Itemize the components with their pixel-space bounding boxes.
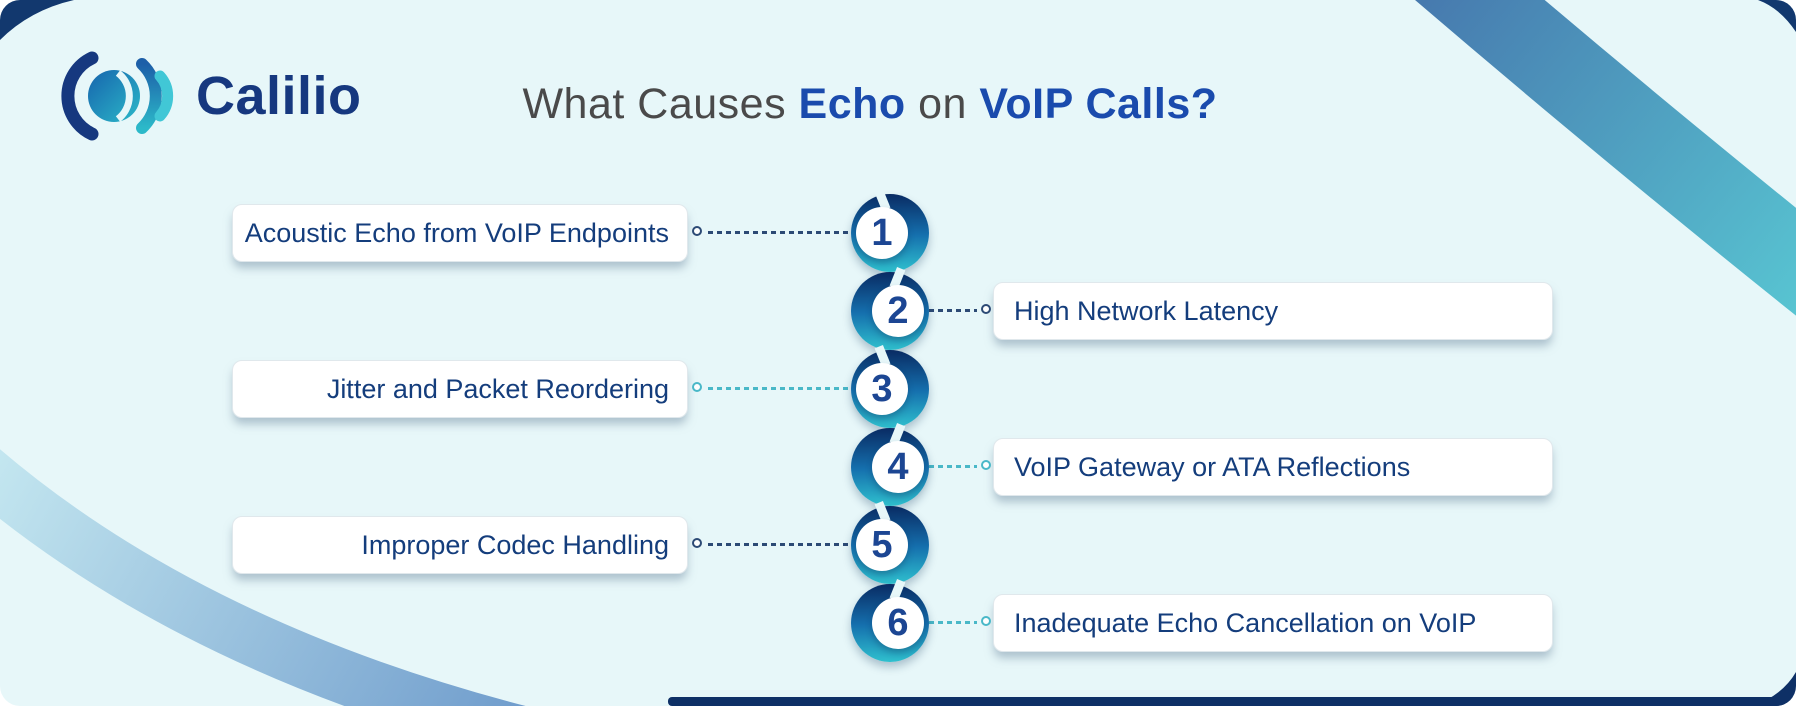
brand-name: Calilio	[196, 66, 362, 126]
top-right-band	[1415, 0, 1796, 316]
connector-ring	[981, 460, 991, 470]
step-number: 5	[871, 523, 893, 566]
title-part: Echo	[798, 80, 906, 128]
cause-label-box: Improper Codec Handling	[232, 516, 688, 574]
cause-label-box: Inadequate Echo Cancellation on VoIP	[993, 594, 1553, 652]
connector-dashed-line	[708, 387, 851, 390]
title-part: on	[905, 80, 980, 128]
step-number: 6	[887, 601, 909, 644]
step-badge: 3	[851, 345, 929, 428]
cause-label: Acoustic Echo from VoIP Endpoints	[244, 217, 669, 248]
connector-ring	[981, 304, 991, 314]
step-badge: 6	[851, 579, 929, 662]
cause-label: Improper Codec Handling	[361, 529, 669, 560]
cause-label: VoIP Gateway or ATA Reflections	[1014, 451, 1411, 482]
connector-ring	[692, 382, 702, 392]
cause-label-box: VoIP Gateway or ATA Reflections	[993, 438, 1553, 496]
cause-label-box: Jitter and Packet Reordering	[232, 360, 688, 418]
top-right-corner-sliver	[1758, 0, 1796, 32]
connector-dashed-line	[929, 621, 977, 624]
connector-dashed-line	[929, 309, 977, 312]
step-number: 4	[887, 445, 909, 488]
calilio-logo-icon	[61, 51, 174, 141]
connector-dashed-line	[708, 231, 851, 234]
step-number: 3	[871, 367, 893, 410]
step-number: 1	[871, 211, 893, 254]
top-left-corner-sliver	[0, 0, 74, 40]
cause-label: Inadequate Echo Cancellation on VoIP	[1014, 607, 1477, 638]
bottom-left-band	[0, 449, 526, 706]
cause-label: Jitter and Packet Reordering	[326, 373, 669, 404]
badge-inner-circle: 2	[872, 285, 924, 337]
connector-dashed-line	[708, 543, 851, 546]
cause-label-box: High Network Latency	[993, 282, 1553, 340]
step-badge: 2	[851, 267, 929, 350]
step-badge: 4	[851, 423, 929, 506]
connector-dashed-line	[929, 465, 977, 468]
step-badge: 5	[851, 501, 929, 584]
badge-inner-circle: 5	[856, 519, 908, 571]
bottom-navy-bar	[668, 697, 1796, 706]
badge-inner-circle: 4	[872, 441, 924, 493]
step-number: 2	[887, 289, 909, 332]
connector-ring	[692, 538, 702, 548]
badge-inner-circle: 6	[872, 597, 924, 649]
brand-logo: Calilio	[56, 48, 362, 144]
title-part: What Causes	[522, 80, 799, 128]
title-part: VoIP Calls?	[979, 80, 1218, 128]
badge-inner-circle: 3	[856, 363, 908, 415]
connector-ring	[692, 226, 702, 236]
badge-inner-circle: 1	[856, 207, 908, 259]
cause-label: High Network Latency	[1014, 295, 1279, 326]
bottom-right-corner-sliver	[1752, 672, 1796, 706]
cause-label-box: Acoustic Echo from VoIP Endpoints	[232, 204, 688, 262]
connector-ring	[981, 616, 991, 626]
page-title: What Causes Echo on VoIP Calls?	[340, 80, 1400, 129]
step-badge: 1	[851, 189, 929, 272]
